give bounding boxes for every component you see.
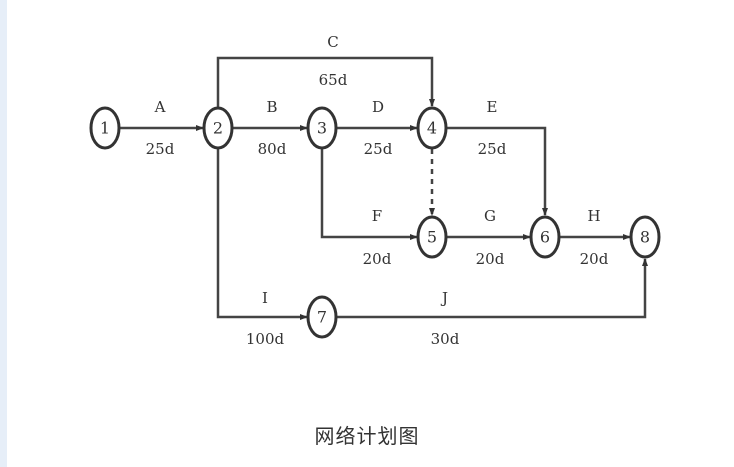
- label-C: C: [327, 33, 338, 51]
- label-J: J: [440, 289, 448, 307]
- label-D: D: [372, 98, 384, 116]
- edge-I: [216, 149, 308, 320]
- duration-D: 25d: [364, 140, 393, 158]
- duration-J: 30d: [431, 330, 460, 348]
- duration-E: 25d: [478, 140, 507, 158]
- node-1: 1: [89, 106, 121, 150]
- svg-text:5: 5: [427, 228, 437, 247]
- label-E: E: [487, 98, 498, 116]
- label-G: G: [484, 207, 496, 225]
- duration-B: 80d: [258, 140, 287, 158]
- svg-text:7: 7: [317, 308, 327, 327]
- svg-text:3: 3: [317, 119, 327, 138]
- duration-I: 100d: [246, 330, 285, 348]
- label-F: F: [372, 207, 382, 225]
- node-8: 8: [629, 215, 661, 259]
- node-6: 6: [529, 215, 561, 259]
- edge-F: [320, 149, 418, 240]
- diagram-caption: 网络计划图: [314, 424, 420, 448]
- node-3: 3: [306, 106, 338, 150]
- edge-E: [446, 126, 548, 216]
- duration-C: 65d: [319, 71, 348, 89]
- duration-A: 25d: [146, 140, 175, 158]
- node-2: 2: [202, 106, 234, 150]
- label-I: I: [262, 289, 268, 307]
- node-5: 5: [416, 215, 448, 259]
- duration-G: 20d: [476, 250, 505, 268]
- label-B: B: [266, 98, 277, 116]
- duration-H: 20d: [580, 250, 609, 268]
- node-4: 4: [416, 106, 448, 150]
- svg-text:4: 4: [427, 119, 437, 138]
- edge-C: [216, 56, 435, 108]
- svg-text:1: 1: [100, 119, 110, 138]
- duration-F: 20d: [363, 250, 392, 268]
- edge-J: [336, 258, 648, 319]
- label-H: H: [587, 207, 600, 225]
- left-border-strip: [0, 0, 7, 467]
- svg-text:6: 6: [540, 228, 550, 247]
- node-7: 7: [306, 295, 338, 339]
- svg-text:8: 8: [640, 228, 650, 247]
- label-A: A: [154, 98, 166, 116]
- svg-text:2: 2: [213, 119, 223, 138]
